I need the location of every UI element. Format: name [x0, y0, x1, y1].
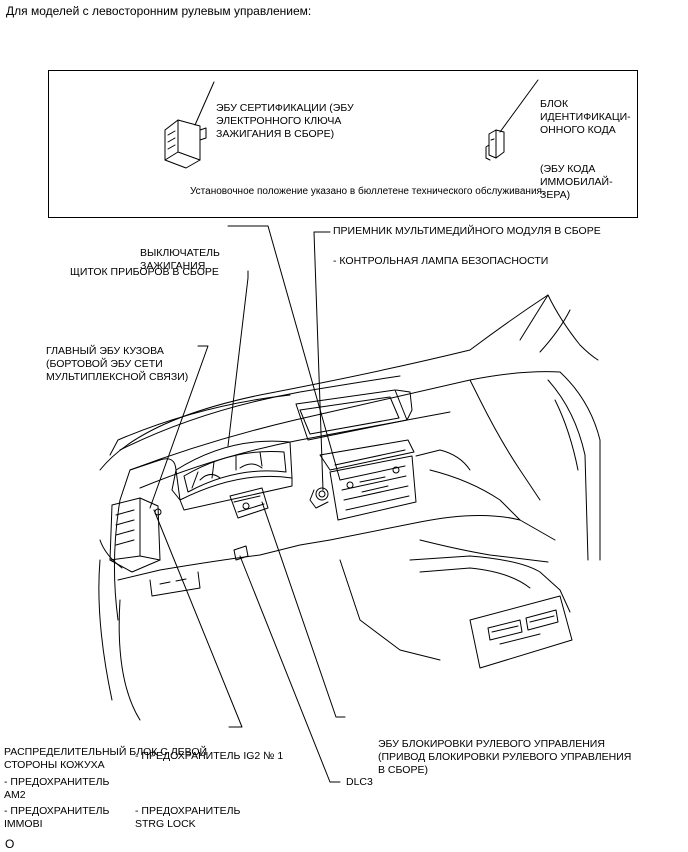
instrument-cluster — [171, 440, 293, 511]
box-note: Установочное положение указано в бюллете… — [190, 186, 545, 197]
page-header: Для моделей с левосторонним рулевым упра… — [6, 4, 312, 18]
footer-mark: O — [5, 837, 15, 851]
label-steering-lock-ecu: ЭБУ БЛОКИРОВКИ РУЛЕВОГО УПРАВЛЕНИЯ(ПРИВО… — [378, 738, 632, 776]
dlc3-connector — [233, 545, 249, 561]
multimedia-unit — [329, 455, 417, 521]
rear-console — [469, 595, 573, 669]
steering-lock-ecu — [229, 487, 269, 519]
leader-lines — [149, 225, 346, 783]
label-multimedia-receiver: ПРИЕМНИК МУЛЬТИМЕДИЙНОГО МОДУЛЯ В СБОРЕ — [333, 225, 601, 237]
ecu-certification-icon — [164, 119, 207, 169]
body-ecu — [99, 497, 162, 573]
info-box — [48, 70, 638, 218]
label-instrument-panel: ЩИТОК ПРИБОРОВ В СБОРЕ — [70, 266, 219, 278]
id-code-block-icon — [485, 129, 505, 161]
label-dlc3: DLC3 — [346, 776, 373, 788]
ignition-switch — [309, 487, 329, 509]
label-fuse-ig2: - ПРЕДОХРАНИТЕЛЬ IG2 № 1 — [135, 750, 284, 762]
leader-ecu-cert — [194, 81, 215, 126]
dashboard-body — [98, 294, 601, 721]
leader-id-block — [499, 79, 539, 133]
label-security-lamp: - КОНТРОЛЬНАЯ ЛАМПА БЕЗОПАСНОСТИ — [333, 255, 549, 267]
